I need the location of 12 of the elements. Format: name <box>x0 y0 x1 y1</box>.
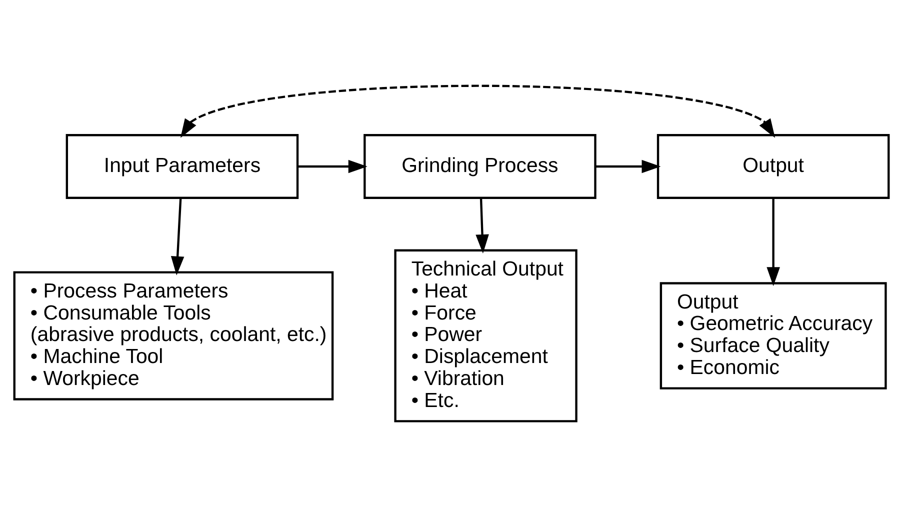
arrow <box>180 84 776 138</box>
arrow <box>298 160 368 174</box>
arrow <box>766 198 780 286</box>
node-box: Input Parameters <box>66 134 299 199</box>
arrow <box>170 198 184 276</box>
node-box: Output • Geometric Accuracy • Surface Quality • Economic <box>660 282 887 390</box>
arrow <box>476 198 489 254</box>
node-box: Technical Output • Heat • Force • Power • Displacement • Vibration • Etc. <box>394 249 578 422</box>
node-box: • Process Parameters • Consumable Tools (abrasive products, coolant, etc.) • Machine Tool • Workpiece <box>13 271 334 400</box>
node-box: Output <box>656 134 890 199</box>
arrow <box>596 160 661 174</box>
node-box: Grinding Process <box>364 134 596 199</box>
